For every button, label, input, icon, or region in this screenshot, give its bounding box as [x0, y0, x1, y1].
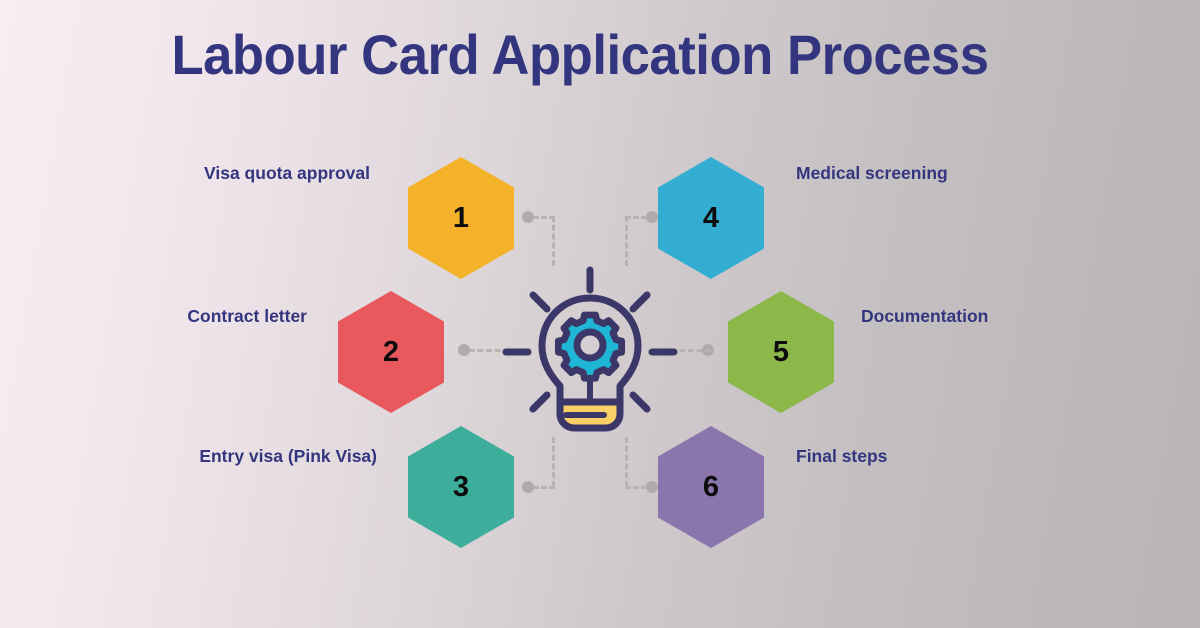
step-hexagon-2[interactable]: 2 — [338, 291, 444, 413]
connector-dot-step-3 — [522, 481, 534, 493]
step-hexagon-1[interactable]: 1 — [408, 157, 514, 279]
bulb-ray-top-left — [529, 291, 551, 313]
connector-line-step-4-horizontal — [625, 216, 647, 219]
connector-line-step-3-horizontal — [533, 486, 555, 489]
step-label-3: Entry visa (Pink Visa) — [199, 446, 377, 466]
connector-line-step-6-horizontal — [625, 486, 647, 489]
step-number-4: 4 — [702, 201, 720, 234]
step-label-2: Contract letter — [187, 306, 307, 326]
step-number-6: 6 — [702, 470, 720, 503]
step-number-3: 3 — [452, 470, 470, 503]
step-label-6: Final steps — [796, 446, 888, 466]
bulb-ray-bottom-right — [629, 391, 651, 413]
connector-dot-step-6 — [646, 481, 658, 493]
step-label-5: Documentation — [861, 306, 989, 326]
step-label-1: Visa quota approval — [204, 163, 370, 183]
step-number-5: 5 — [772, 335, 790, 368]
connector-line-step-2-horizontal — [469, 349, 509, 352]
connector-line-step-1-vertical — [552, 216, 555, 266]
connector-line-step-6-vertical — [625, 437, 628, 487]
step-number-2: 2 — [382, 335, 400, 368]
connector-line-step-5-horizontal — [671, 349, 711, 352]
step-hexagon-4[interactable]: 4 — [658, 157, 764, 279]
connector-dot-step-4 — [646, 211, 658, 223]
connector-line-step-1-horizontal — [533, 216, 555, 219]
step-hexagon-6[interactable]: 6 — [658, 426, 764, 548]
connector-line-step-4-vertical — [625, 216, 628, 266]
page-title: Labour Card Application Process — [171, 23, 989, 86]
connector-dot-step-1 — [522, 211, 534, 223]
bulb-gear — [554, 311, 626, 382]
step-hexagon-5[interactable]: 5 — [728, 291, 834, 413]
step-label-4: Medical screening — [796, 163, 948, 183]
connector-line-step-3-vertical — [552, 437, 555, 487]
bulb-ray-bottom-left — [529, 391, 551, 413]
step-hexagon-3[interactable]: 3 — [408, 426, 514, 548]
bulb-ray-top-right — [629, 291, 651, 313]
lightbulb-gear-icon — [500, 262, 680, 442]
connector-dot-step-2 — [458, 344, 470, 356]
step-number-1: 1 — [452, 201, 470, 234]
